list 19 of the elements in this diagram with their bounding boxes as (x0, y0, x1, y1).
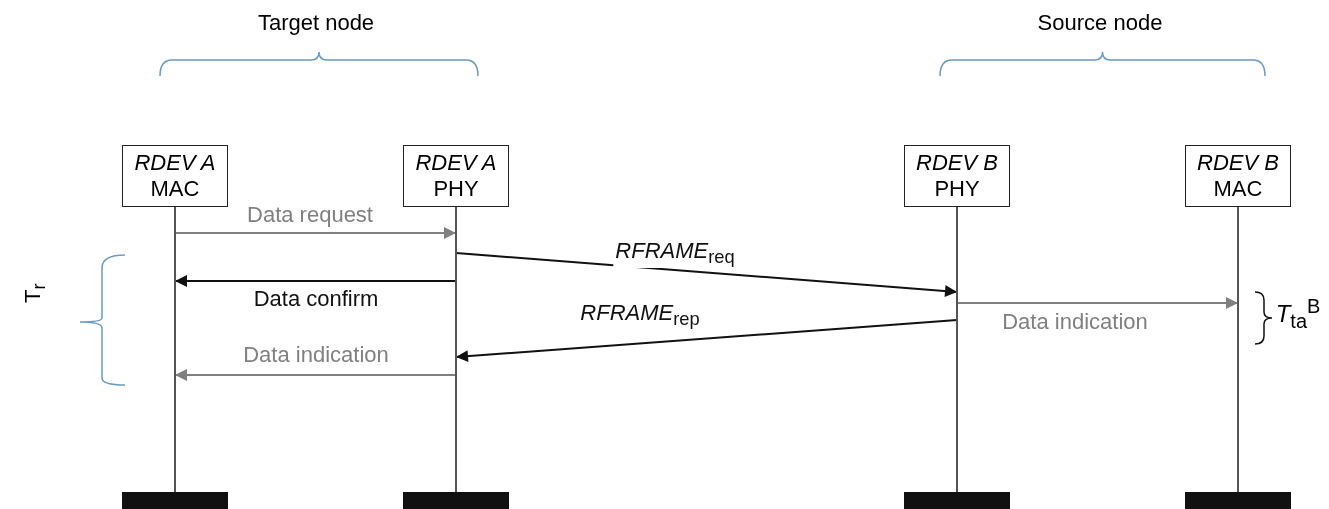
message-arrow (174, 369, 457, 381)
layer-name: MAC (149, 176, 201, 202)
message-arrow (956, 297, 1239, 309)
message-arrow (455, 319, 958, 363)
group-heading: Target node (257, 10, 375, 36)
lifeline (403, 145, 509, 509)
entity-name: RDEV A (414, 150, 498, 176)
layer-name: MAC (1212, 176, 1264, 202)
entity-name: RDEV B (1196, 150, 1280, 176)
layer-name: PHY (432, 176, 480, 202)
group-heading: Source node (1037, 10, 1163, 36)
message-arrow (174, 227, 457, 239)
lifeline (122, 145, 228, 509)
message-arrow (174, 275, 457, 287)
layer-name: PHY (933, 176, 981, 202)
entity-name: RDEV B (915, 150, 999, 176)
lifeline (1185, 145, 1291, 509)
entity-name: RDEV A (133, 150, 217, 176)
message-arrow (455, 252, 958, 298)
